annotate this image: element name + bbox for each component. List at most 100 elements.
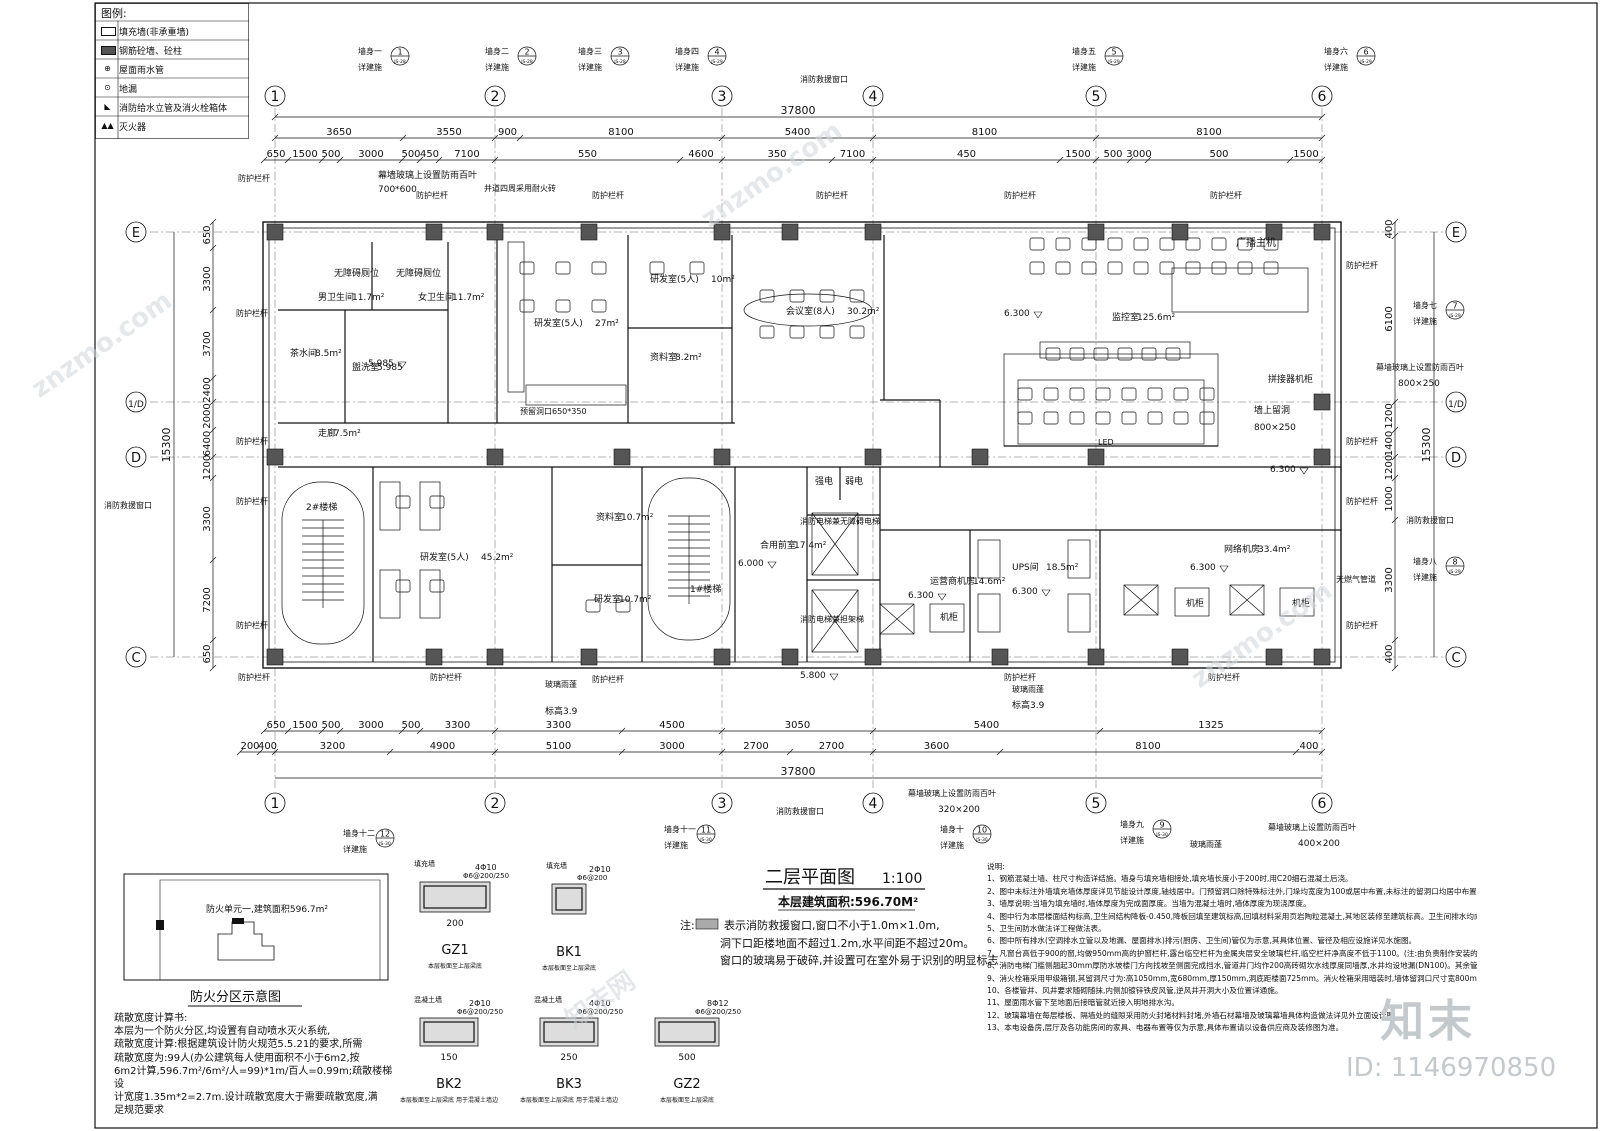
infill-wall-swatch-icon bbox=[101, 27, 116, 36]
chair-icon bbox=[1095, 411, 1111, 425]
dimension-text: 500 bbox=[401, 149, 420, 160]
detail-stirrup-spec: Φ6@200/250 bbox=[457, 1008, 503, 1016]
dimension-text: 1000 bbox=[1384, 486, 1395, 511]
dimension-text: 3200 bbox=[320, 741, 345, 752]
evacuation-calculation: 疏散宽度计算书: 本层为一个防火分区,均设置有自动喷水灭火系统, 疏散宽度计算:… bbox=[114, 1012, 394, 1118]
plan-label: 消防电梯兼无障碍电梯 bbox=[800, 516, 880, 526]
chair-icon bbox=[1043, 411, 1059, 425]
chair-icon bbox=[1107, 237, 1123, 251]
concrete-column bbox=[864, 448, 882, 466]
detail-stirrup bbox=[543, 1021, 595, 1043]
chair-icon bbox=[1121, 411, 1137, 425]
note-line: 8、消防电梯门槛侧翘起30mm厚防水坡楼门方向找坡至侧面完成挡水,管道井门均作2… bbox=[987, 961, 1477, 971]
dimension-text: 4600 bbox=[688, 149, 713, 160]
callout-wall: 墙身一 bbox=[358, 46, 382, 56]
note-line: 3、墙厚说明:当墙为填充墙时,墙体厚度为完成面厚度。当墙为混凝土墙时,墙体厚度为… bbox=[987, 899, 1311, 909]
concrete-column bbox=[971, 448, 989, 466]
plan-label: 防护栏杆 bbox=[416, 190, 448, 200]
dimension-text: 7100 bbox=[840, 149, 865, 160]
chair-icon bbox=[1185, 237, 1201, 251]
dimension-text: 6100 bbox=[1384, 306, 1395, 331]
room-name: 资料室 bbox=[596, 511, 623, 523]
dimension-text: 500 bbox=[401, 720, 420, 731]
dimension-text: 5100 bbox=[546, 741, 571, 752]
chair-icon bbox=[1199, 411, 1215, 425]
dimension-tick bbox=[718, 156, 726, 164]
desk bbox=[419, 569, 441, 619]
callout-wall: 墙身五 bbox=[1072, 46, 1096, 56]
plan-label: 幕墙玻璃上设置防雨百叶 bbox=[378, 169, 477, 181]
server-cabinets bbox=[879, 539, 1315, 635]
callout-number: 11 bbox=[701, 826, 711, 835]
dimension-tick bbox=[1391, 664, 1399, 672]
plan-label: 防护栏杆 bbox=[1210, 190, 1242, 200]
chair-icon bbox=[819, 325, 835, 339]
chair-icon bbox=[1055, 261, 1071, 275]
detail-width: 200 bbox=[446, 919, 463, 929]
callout-wall: 墙身九 bbox=[1120, 819, 1144, 829]
axis-label: C bbox=[1451, 651, 1460, 666]
axis-label: 3 bbox=[718, 796, 727, 812]
dimension-tick bbox=[516, 134, 524, 142]
chair-icon bbox=[429, 495, 445, 509]
room-name: 1#楼梯 bbox=[690, 583, 721, 595]
axis-bubble bbox=[1445, 221, 1467, 243]
dimension-tick bbox=[1144, 156, 1152, 164]
concrete-column bbox=[580, 223, 598, 241]
dimension-text: 1200 bbox=[1384, 403, 1395, 428]
dimension-tick bbox=[869, 748, 877, 756]
dimension-tick bbox=[209, 474, 217, 482]
note-line: 10、各楼管井、风井要求随砌随抹,内侧加镀锌铁皮风管,逆风井开洞大小及位置详通施… bbox=[987, 986, 1283, 996]
callout-sheet: JS-28 bbox=[613, 59, 626, 65]
dimension-tick bbox=[618, 748, 626, 756]
axis-bubble bbox=[1311, 85, 1333, 107]
detail-subtitle: 本层板面至上层梁底 用于混凝土墙边 bbox=[400, 1096, 498, 1104]
dimension-text: 400 bbox=[258, 741, 277, 752]
detail-section bbox=[551, 883, 587, 915]
dimension-text: 8100 bbox=[1135, 741, 1160, 752]
legend-item-floor-drain: ⊙ 地漏 bbox=[97, 80, 247, 96]
chair-icon bbox=[1117, 347, 1133, 361]
dimension-text: 2700 bbox=[743, 741, 768, 752]
plan-label: 防护栏杆 bbox=[592, 674, 624, 684]
plan-label: 800×250 bbox=[1254, 423, 1296, 433]
axis-label: 1 bbox=[271, 89, 280, 105]
elevation-triangle-icon bbox=[937, 593, 947, 601]
plan-label: 防护栏杆 bbox=[1346, 436, 1378, 446]
plan-label: 墙上留洞 bbox=[1254, 404, 1290, 416]
dimension-tick bbox=[1126, 156, 1134, 164]
roof-drain-icon: ⊕ bbox=[101, 64, 114, 73]
plan-label: 消防电梯兼担架梯 bbox=[800, 614, 864, 624]
dimension-text: 400 bbox=[1299, 741, 1318, 752]
legend-item-extinguisher: ▲▲ 灭火器 bbox=[97, 118, 247, 134]
concrete-wall-swatch-icon bbox=[101, 46, 116, 55]
axis-bubble bbox=[862, 792, 884, 814]
dimension-tick bbox=[1391, 426, 1399, 434]
dimension-tick bbox=[336, 156, 344, 164]
chair-icon bbox=[789, 289, 805, 303]
dimension-tick bbox=[718, 134, 726, 142]
plan-label: 防护栏杆 bbox=[1004, 672, 1036, 682]
callout-wall: 墙身十 bbox=[940, 824, 964, 834]
callout-number: 5 bbox=[1111, 48, 1116, 57]
plan-label: 800×250 bbox=[1398, 379, 1440, 389]
plan-label: 机柜 bbox=[1186, 597, 1204, 609]
axis-bubble bbox=[1445, 646, 1467, 668]
elevation-mark: 6.000 bbox=[738, 559, 764, 569]
detail-section bbox=[539, 1017, 599, 1047]
dimension-text: 350 bbox=[767, 149, 786, 160]
axis-bubble bbox=[264, 792, 286, 814]
callout-sub: 详建施 bbox=[1413, 572, 1437, 582]
dimension-text: 3700 bbox=[202, 331, 213, 356]
dimension-tick bbox=[209, 306, 217, 314]
fire-zone-caption: 防火分区示意图 bbox=[190, 989, 281, 1005]
axis-label: 6 bbox=[1318, 796, 1327, 812]
dimension-tick bbox=[618, 727, 626, 735]
dimension-tick bbox=[435, 156, 443, 164]
desk bbox=[379, 481, 401, 531]
extinguisher-icon: ▲▲ bbox=[101, 121, 114, 130]
plan-label: 弱电 bbox=[845, 475, 863, 487]
dimension-tick bbox=[209, 664, 217, 672]
concrete-column bbox=[713, 448, 731, 466]
